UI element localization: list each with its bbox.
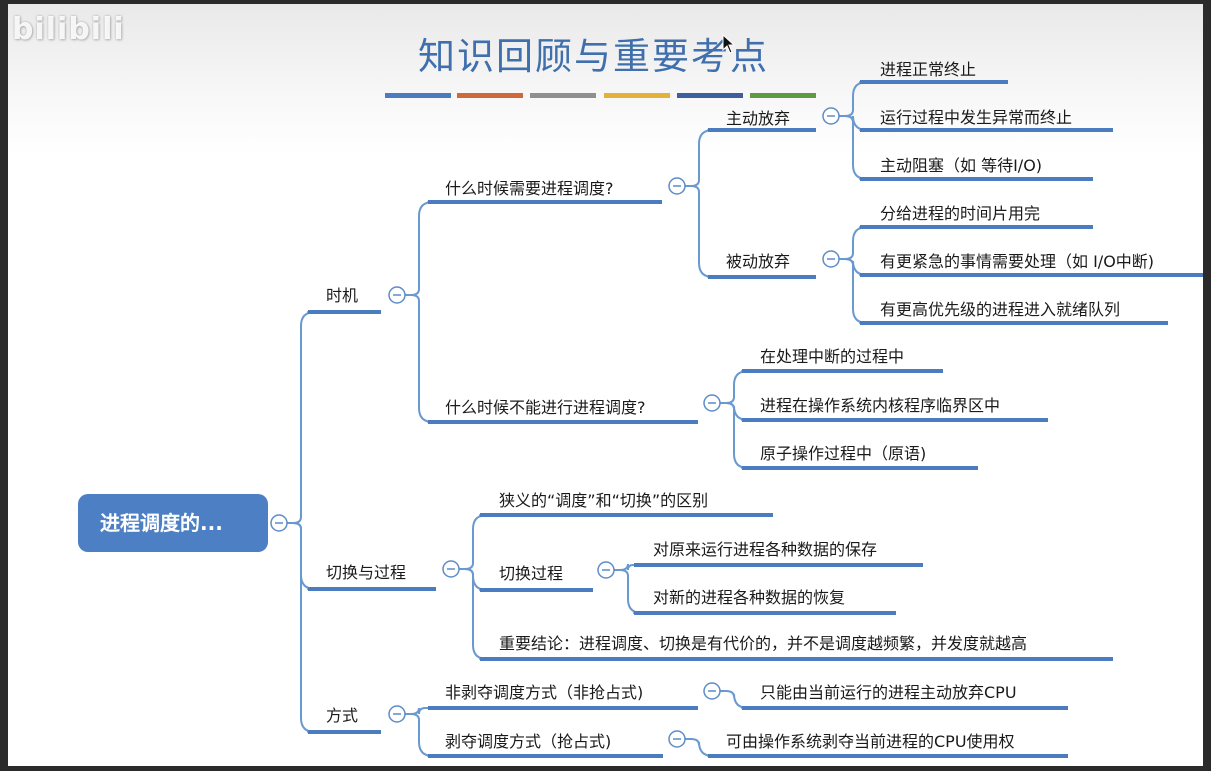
bilibili-watermark: bilibili	[12, 12, 125, 47]
collapse-circle-icon[interactable]	[668, 177, 686, 195]
switch-process-label: 切换过程	[499, 564, 563, 583]
connector-root-2	[286, 522, 316, 733]
mindmap: 进程调度的... 时机 切换与过程 方式 什么时候需要进程调度? 什么时候不能进…	[78, 60, 1203, 758]
connector-passive-2	[838, 258, 868, 324]
collapse-circle-icon[interactable]	[822, 250, 840, 268]
collapse-circle-icon[interactable]	[703, 394, 721, 412]
root-node-label: 进程调度的...	[100, 511, 223, 535]
collapse-circle-icon[interactable]	[703, 682, 721, 700]
connector-non-preemptive-0	[719, 690, 749, 709]
title-bar-5	[677, 93, 743, 98]
connector-switch-2	[458, 568, 488, 660]
title-bar-6	[750, 93, 816, 98]
leaf-kernel-critical-section: 进程在操作系统内核程序临界区中	[760, 396, 1000, 415]
root-node-box[interactable]	[78, 494, 268, 552]
slide: bilibili 知识回顾与重要考点 进程调度的... 时机 切换与过程 方式 …	[8, 4, 1203, 766]
connector-timing-1	[404, 294, 434, 423]
leaf-os-revoke-cpu: 可由操作系统剥夺当前进程的CPU使用权	[726, 732, 1015, 751]
leaf-normal-termination: 进程正常终止	[880, 60, 976, 79]
connector-when-need-0	[684, 129, 714, 187]
branch-timing-label: 时机	[326, 286, 358, 305]
collapse-circle-icon[interactable]	[388, 705, 406, 723]
preemptive-label: 剥夺调度方式（抢占式)	[445, 732, 611, 751]
leaf-handling-interrupt: 在处理中断的过程中	[760, 347, 904, 366]
leaf-atomic-operation: 原子操作过程中（原语)	[760, 444, 926, 463]
leaf-timeslice-used: 分给进程的时间片用完	[880, 204, 1040, 223]
connector-switch-process-1	[613, 569, 643, 614]
connector-mode-1	[404, 713, 434, 757]
active-giveup-label: 主动放弃	[726, 109, 790, 128]
collapse-circle-icon[interactable]	[822, 107, 840, 125]
connector-root-0	[286, 311, 316, 524]
connector-active-2	[838, 115, 868, 180]
leaf-active-block: 主动阻塞（如 等待I/O)	[880, 156, 1042, 175]
branch-switch-label: 切换与过程	[326, 563, 406, 582]
connector-when-cannot-0	[719, 370, 749, 404]
connector-when-cannot-2	[719, 402, 749, 469]
collapse-circle-icon[interactable]	[668, 730, 686, 748]
branch-mode-label: 方式	[326, 706, 358, 725]
leaf-restore-new-data: 对新的进程各种数据的恢复	[653, 588, 845, 607]
collapse-circle-icon[interactable]	[270, 514, 288, 532]
connector-active-0	[838, 81, 868, 117]
title-bar-4	[604, 93, 670, 98]
title-bar-2	[457, 93, 523, 98]
when-need-schedule-label: 什么时候需要进程调度?	[445, 179, 614, 198]
collapse-circle-icon[interactable]	[388, 286, 406, 304]
underlines	[308, 80, 1203, 758]
connector-passive-0	[838, 226, 868, 260]
leaf-only-voluntary-cpu: 只能由当前运行的进程主动放弃CPU	[760, 683, 1017, 702]
important-conclusion-label: 重要结论：进程调度、切换是有代价的，并不是调度越频繁，并发度就越高	[499, 634, 1027, 653]
connector-timing-0	[404, 201, 434, 296]
title-bar-1	[385, 93, 451, 98]
when-cannot-schedule-label: 什么时候不能进行进程调度?	[445, 398, 646, 417]
leaf-exception-termination: 运行过程中发生异常而终止	[880, 108, 1072, 127]
leaf-save-old-data: 对原来运行进程各种数据的保存	[653, 540, 877, 559]
leaf-urgent-event: 有更紧急的事情需要处理（如 I/O中断)	[880, 252, 1154, 271]
collapse-circle-icon[interactable]	[597, 561, 615, 579]
connector-switch-0	[458, 514, 488, 570]
non-preemptive-label: 非剥夺调度方式（非抢占式)	[445, 683, 643, 702]
leaf-higher-priority: 有更高优先级的进程进入就绪队列	[880, 300, 1120, 319]
collapse-circle-icon[interactable]	[442, 560, 460, 578]
passive-giveup-label: 被动放弃	[726, 252, 790, 271]
narrow-difference-label: 狭义的“调度”和“切换”的区别	[499, 491, 708, 510]
mouse-cursor-icon	[722, 34, 736, 54]
connector-when-need-1	[684, 185, 714, 278]
slide-title: 知识回顾与重要考点	[418, 35, 769, 78]
title-bar-3	[530, 93, 596, 98]
connector-preemptive-0	[684, 738, 714, 757]
